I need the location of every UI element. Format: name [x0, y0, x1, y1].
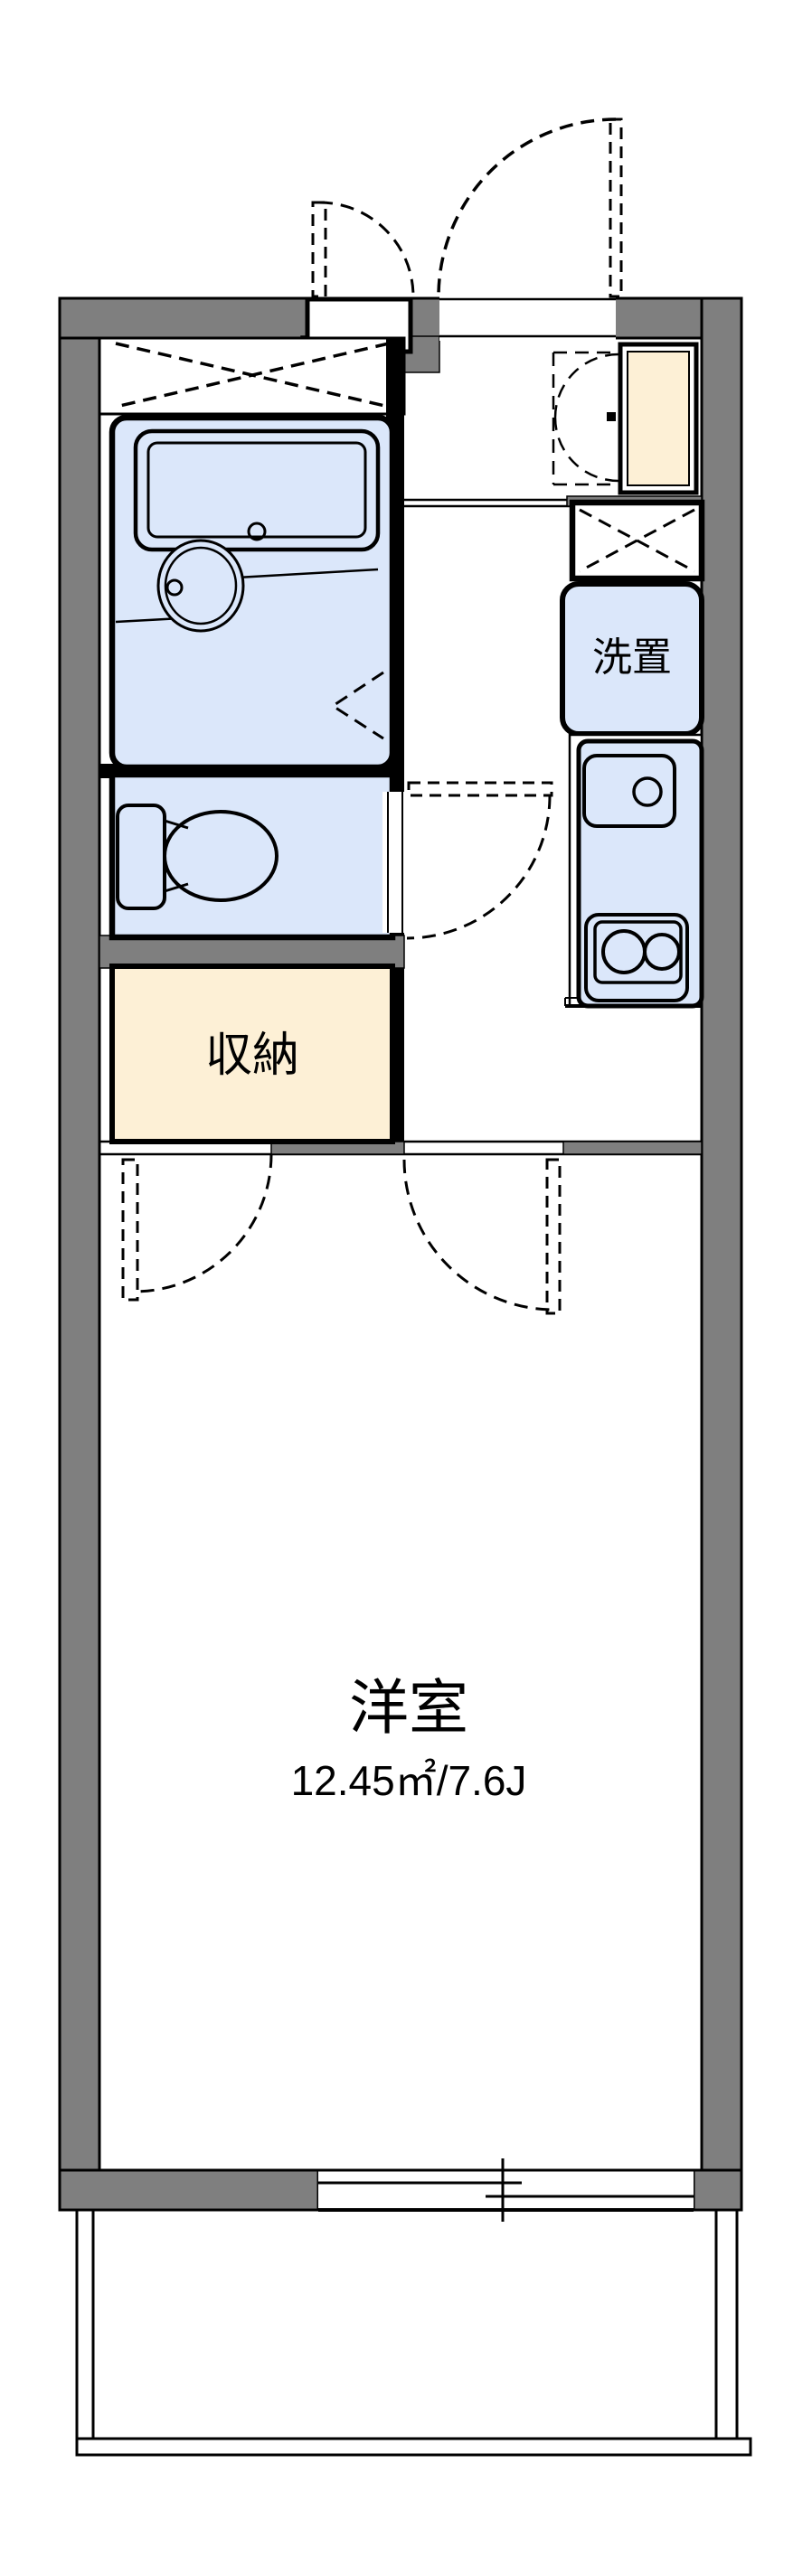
closet-door-leaf [121, 1158, 139, 1302]
upper-cabinet [566, 495, 705, 582]
room-door-swing [402, 1159, 555, 1312]
vent-strip [98, 336, 406, 416]
balcony [75, 2208, 752, 2457]
kitchen-stove [584, 913, 689, 1002]
storage-label: 収納 [205, 1029, 299, 1082]
toilet-door [406, 781, 553, 940]
toilet-tank [116, 804, 166, 910]
balcony-parapet-bottom [75, 2437, 752, 2457]
meter-box-door [311, 201, 415, 298]
shoe-cabinet-doors [552, 351, 619, 486]
main-room: 洋室 12.45㎡/7.6J [291, 1674, 527, 1804]
toilet [116, 804, 279, 910]
toilet-door-swing [406, 794, 552, 940]
meter-box-door-leaf [311, 201, 327, 298]
entrance-opening [439, 296, 616, 341]
closet-door [121, 1153, 273, 1302]
wall-room-north-east [562, 1141, 703, 1155]
tub-drain [247, 522, 267, 541]
balcony-parapet-right [714, 2208, 739, 2440]
entrance-door-leaf [609, 118, 623, 298]
entrance-gap [439, 296, 616, 341]
washer-area: 洗置 [560, 581, 704, 737]
stove-burner [643, 933, 681, 971]
wall-bottom-right [692, 2168, 743, 2212]
meter-box-door-swing [318, 201, 415, 297]
storage-closet: 収納 [109, 964, 395, 1144]
room-door [402, 1158, 562, 1315]
entrance-door [437, 118, 623, 298]
main-room-area-label: 12.45㎡/7.6J [291, 1757, 527, 1804]
washer-label: 洗置 [592, 635, 672, 680]
shoe-cabinet [618, 342, 699, 495]
balcony-parapet-left [75, 2208, 95, 2457]
bathroom [109, 414, 396, 771]
entrance-door-swing [437, 118, 617, 297]
wall-right [700, 296, 743, 2212]
main-room-label: 洋室 [349, 1674, 468, 1741]
stove-burner [601, 929, 647, 974]
shoe-cabinet-body [627, 351, 690, 486]
bathtub [133, 428, 381, 552]
exterior-walls [58, 296, 743, 2212]
room-door-leaf [545, 1158, 562, 1315]
sink-drain [632, 776, 663, 807]
toilet-room [109, 771, 406, 941]
basin-faucet [165, 578, 184, 597]
shoe-cabinet-handle [607, 412, 616, 421]
vanity-basin [115, 539, 379, 633]
toilet-bowl [163, 810, 279, 902]
wall-left [58, 296, 101, 2212]
closet-door-swing [133, 1153, 273, 1293]
storage-floor [109, 964, 395, 1144]
wall-toilet-storage [99, 935, 405, 969]
kitchen-unit [564, 733, 704, 1009]
toilet-door-leaf [407, 781, 553, 797]
kitchen-sink [582, 754, 676, 828]
wall-bottom-left [58, 2168, 320, 2212]
hall-step-line [404, 498, 571, 508]
window-sliding [318, 2158, 694, 2222]
